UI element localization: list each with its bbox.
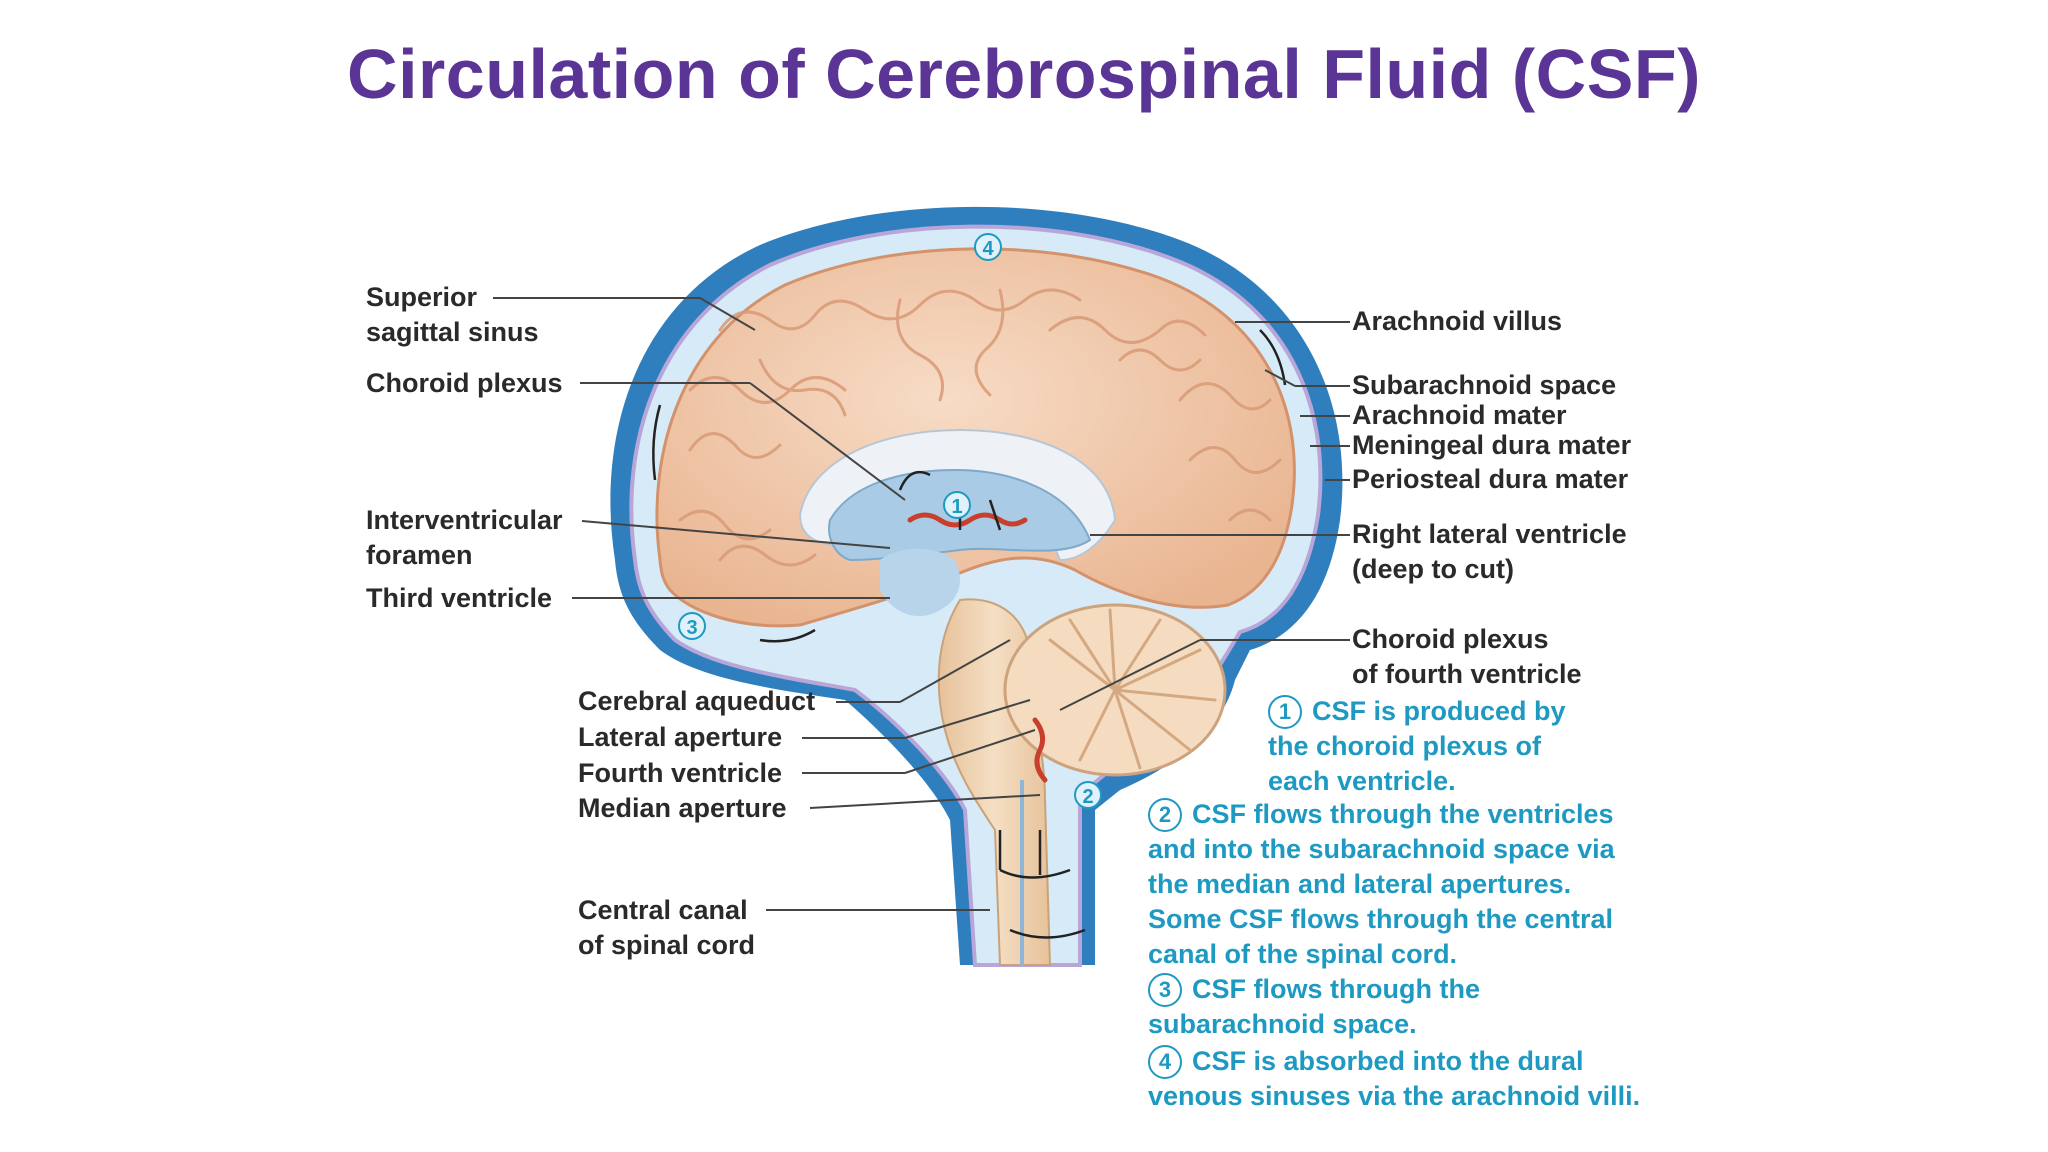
csf-flow-arrows	[652, 329, 1287, 939]
step-line: each ventricle.	[1268, 766, 1456, 796]
label-line: (deep to cut)	[1352, 554, 1514, 584]
step-line: CSF flows through the ventricles	[1192, 799, 1614, 829]
label-line: of fourth ventricle	[1352, 659, 1582, 689]
label-meningeal-dura-mater: Meningeal dura mater	[1352, 430, 1632, 460]
step-line: CSF flows through the	[1192, 974, 1480, 1004]
label-periosteal-dura-mater: Periosteal dura mater	[1352, 464, 1629, 494]
label-line: foramen	[366, 540, 473, 570]
label-line: Interventricular	[366, 505, 563, 535]
step-line: venous sinuses via the arachnoid villi.	[1148, 1081, 1641, 1111]
label-line: sagittal sinus	[366, 317, 539, 347]
label-arachnoid-villus: Arachnoid villus	[1352, 306, 1563, 336]
step-2: 2 CSF flows through the ventricles and in…	[1148, 797, 1615, 972]
step-line: the median and lateral apertures.	[1148, 869, 1572, 899]
choroid-plexus-lateral	[907, 512, 1028, 528]
third-ventricle	[880, 548, 960, 617]
step-line: subarachnoid space.	[1148, 1009, 1417, 1039]
marker-4: 4	[982, 238, 994, 260]
label-interventricular-foramen: Interventricular foramen	[366, 503, 563, 573]
label-choroid-plexus: Choroid plexus	[366, 368, 563, 398]
diagram-markers: 1 2 3 4	[678, 233, 1102, 809]
marker-3: 3	[686, 617, 697, 639]
step-4: 4 CSF is absorbed into the dural venous s…	[1148, 1044, 1640, 1114]
step-1: 1 CSF is produced by the choroid plexus o…	[1268, 694, 1566, 799]
step-number: 4	[1148, 1045, 1182, 1079]
step-number: 2	[1148, 798, 1182, 832]
label-median-aperture: Median aperture	[578, 793, 787, 823]
label-line: Superior	[366, 282, 478, 312]
label-line: of spinal cord	[578, 930, 756, 960]
leader-lines-left	[493, 297, 1041, 911]
label-line: Right lateral ventricle	[1352, 519, 1627, 549]
label-cerebral-aqueduct: Cerebral aqueduct	[578, 686, 816, 716]
label-superior-sagittal-sinus: Superior sagittal sinus	[366, 280, 539, 350]
label-third-ventricle: Third ventricle	[366, 583, 553, 613]
brain-gyri	[678, 288, 1282, 567]
marker-1: 1	[951, 496, 962, 518]
label-central-canal: Central canal of spinal cord	[578, 893, 755, 963]
diagram-title: Circulation of Cerebrospinal Fluid (CSF)	[347, 35, 1701, 113]
leader-lines-right	[1059, 321, 1350, 711]
step-number: 1	[1268, 695, 1302, 729]
choroid-plexus-fourth	[1032, 717, 1048, 783]
step-number: 3	[1148, 973, 1182, 1007]
label-choroid-plexus-fourth: Choroid plexus of fourth ventricle	[1352, 622, 1582, 692]
label-right-lateral-ventricle: Right lateral ventricle (deep to cut)	[1352, 517, 1627, 587]
label-subarachnoid-space: Subarachnoid space	[1352, 370, 1617, 400]
step-3: 3 CSF flows through the subarachnoid spac…	[1148, 972, 1480, 1042]
step-line: Some CSF flows through the central	[1148, 904, 1614, 934]
label-line: Choroid plexus	[1352, 624, 1549, 654]
step-line: CSF is produced by	[1312, 696, 1566, 726]
marker-2: 2	[1082, 786, 1093, 808]
label-arachnoid-mater: Arachnoid mater	[1352, 400, 1567, 430]
step-line: canal of the spinal cord.	[1148, 939, 1458, 969]
step-line: and into the subarachnoid space via	[1148, 834, 1615, 864]
step-line: CSF is absorbed into the dural	[1192, 1046, 1584, 1076]
step-line: the choroid plexus of	[1268, 731, 1542, 761]
label-lateral-aperture: Lateral aperture	[578, 722, 783, 752]
label-line: Central canal	[578, 895, 748, 925]
label-fourth-ventricle: Fourth ventricle	[578, 758, 783, 788]
